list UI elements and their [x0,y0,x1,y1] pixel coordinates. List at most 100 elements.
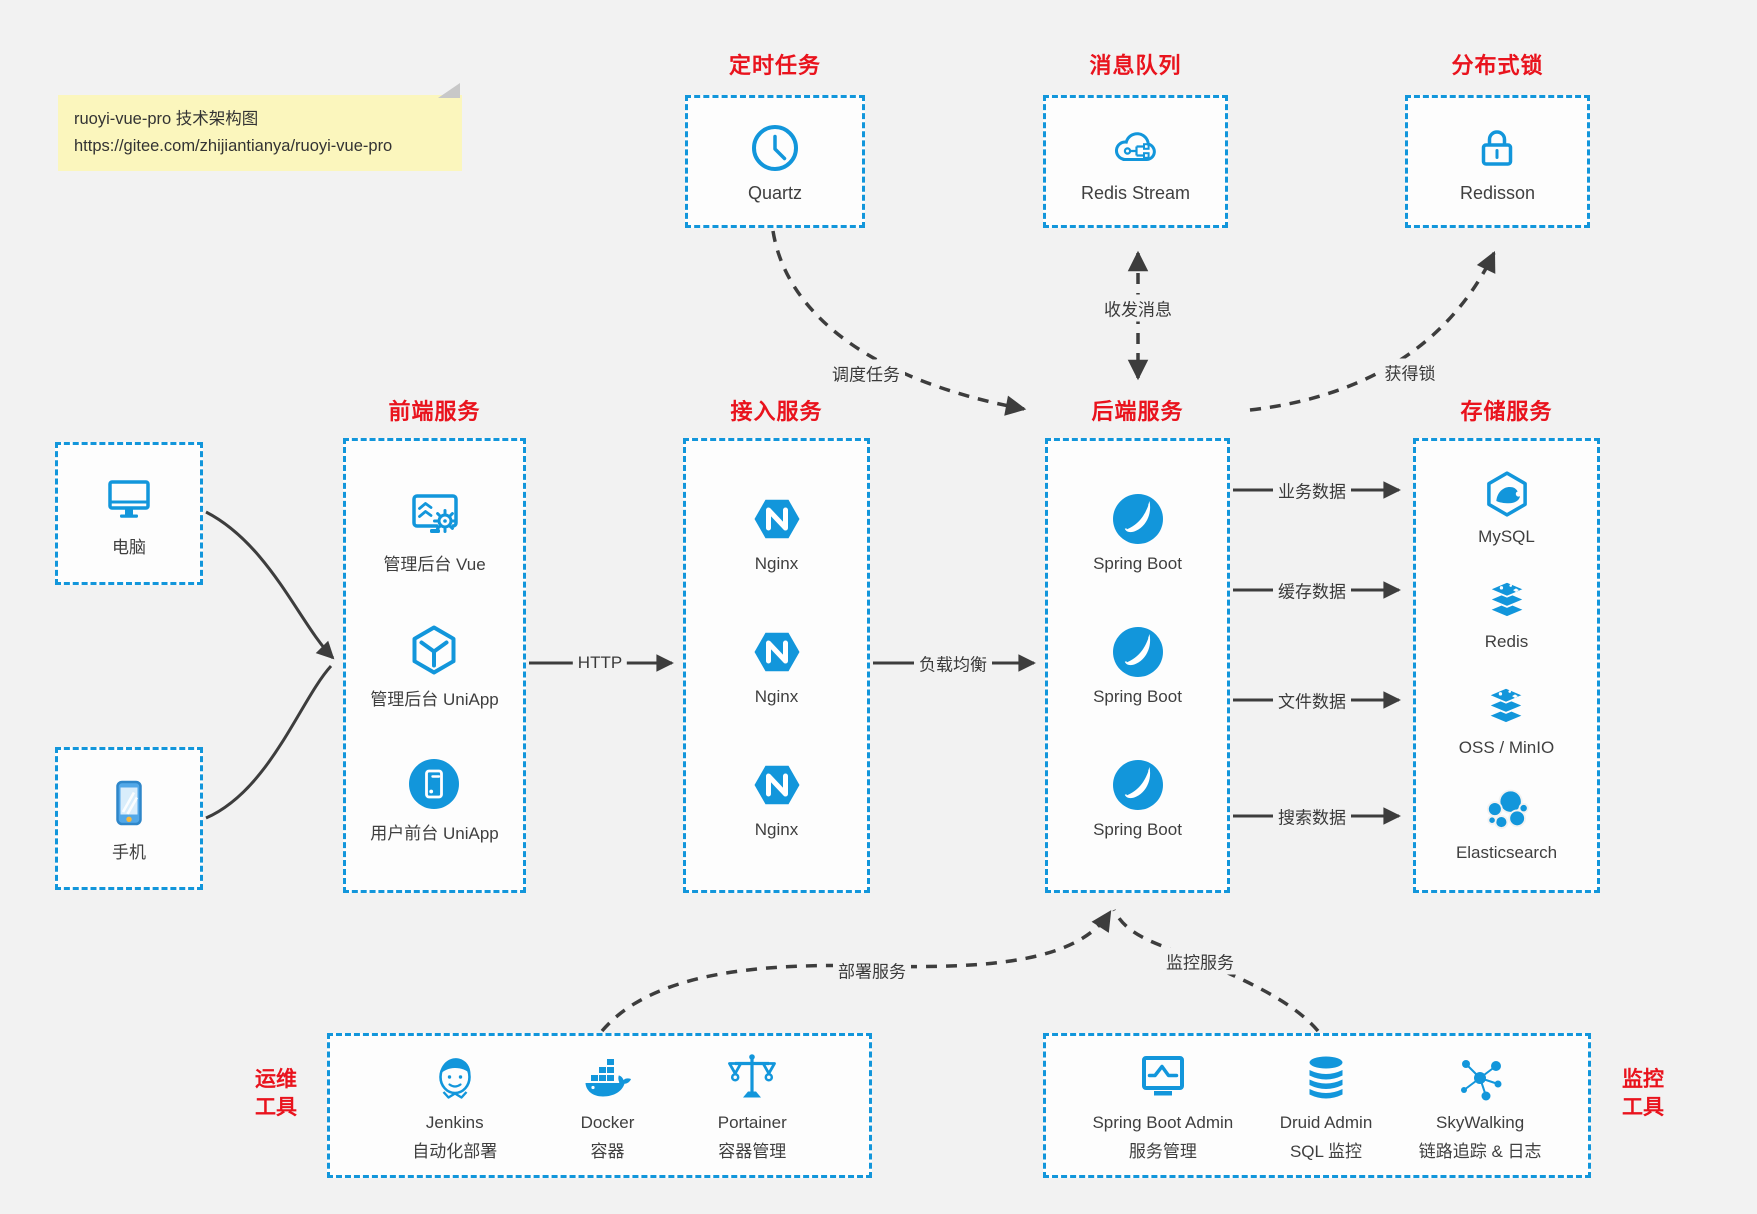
user-app-icon [406,756,462,812]
node-quartz: Quartz [747,120,803,204]
edge-label-schedule-task: 调度任务 [827,359,905,387]
node-druid-admin: Druid Admin SQL 监控 [1280,1050,1372,1162]
nginx-icon [749,491,805,547]
monitor-tools-title: 监控 工具 [1610,1066,1676,1123]
group-title-backend: 后端服务 [1091,399,1184,424]
node-label-redisson: Redisson [1459,182,1536,203]
oss-minio-icon [1480,679,1532,731]
group-box-access: Nginx Nginx Nginx [683,438,870,893]
edge-label-business-data: 业务数据 [1273,476,1351,504]
node-label-admin-uniapp: 管理后台 UniApp [370,689,499,709]
node-label-quartz: Quartz [747,182,803,203]
node-user-uniapp: 用户前台 UniApp [370,756,499,844]
elasticsearch-icon [1480,784,1532,836]
node-label-redis-stream: Redis Stream [1080,182,1191,203]
note-url: https://gitee.com/zhijiantianya/ruoyi-vu… [74,137,393,156]
monitor-tools-title-line2: 工具 [1622,1096,1664,1120]
edge-mobile-to-frontend [205,664,333,820]
group-title-frontend: 前端服务 [388,399,481,424]
node-label-nginx-3: Nginx [754,820,799,839]
node-label-pc: 电脑 [112,537,146,557]
note-fold-corner [438,83,460,98]
docker-icon [580,1050,636,1106]
node-oss-minio: OSS / MinIO [1459,679,1554,758]
client-box-mobile: 手机 [55,747,203,890]
portainer-scales-icon [724,1050,780,1106]
node-sublabel-druid-admin: SQL 监控 [1289,1141,1363,1161]
admin-vue-icon [407,487,463,543]
edge-label-load-balance: 负载均衡 [914,649,992,677]
node-label-springboot-3: Spring Boot [1093,820,1182,839]
group-box-scheduled-task: Quartz [685,95,865,228]
node-label-oss-minio: OSS / MinIO [1458,737,1555,757]
group-box-distributed-lock: Redisson [1405,95,1590,228]
cloud-queue-icon [1107,120,1163,176]
node-admin-vue: 管理后台 Vue [383,487,486,575]
node-label-springboot-admin: Spring Boot Admin [1092,1112,1234,1132]
clock-icon [747,120,803,176]
node-label-redis: Redis [1484,632,1529,652]
node-springboot-1: Spring Boot [1093,491,1182,574]
node-nginx-1: Nginx [749,491,805,574]
node-nginx-2: Nginx [749,624,805,707]
node-sublabel-portainer: 容器管理 [718,1141,787,1161]
edge-label-file-data: 文件数据 [1273,686,1351,714]
node-label-springboot-2: Spring Boot [1093,687,1182,706]
spring-boot-icon [1110,757,1166,813]
group-box-monitor-tools: Spring Boot Admin 服务管理 Druid Admin SQL 监… [1043,1033,1591,1178]
mobile-icon [101,775,157,831]
redis-icon [1481,573,1533,625]
group-title-access: 接入服务 [730,399,823,424]
ops-tools-title-line1: 运维 [255,1068,297,1091]
node-label-elasticsearch: Elasticsearch [1455,843,1558,863]
spring-boot-icon [1110,624,1166,680]
mysql-icon [1481,468,1533,520]
skywalking-icon [1452,1050,1508,1106]
lock-icon [1469,120,1525,176]
edge-label-message: 收发消息 [1099,294,1177,322]
node-label-mobile: 手机 [112,842,146,862]
node-sublabel-skywalking: 链路追踪 & 日志 [1418,1141,1542,1161]
node-label-jenkins: Jenkins [425,1112,484,1132]
node-label-nginx-2: Nginx [754,687,799,706]
node-mobile: 手机 [101,775,157,863]
spring-boot-icon [1110,491,1166,547]
group-box-message-queue: Redis Stream [1043,95,1228,228]
desktop-icon [101,470,157,526]
edge-acquire-lock [1249,250,1496,412]
monitor-chart-icon [1135,1050,1191,1106]
node-skywalking: SkyWalking 链路追踪 & 日志 [1419,1050,1542,1162]
node-sublabel-jenkins: 自动化部署 [412,1141,498,1161]
monitor-tools-title-line1: 监控 [1622,1068,1664,1091]
node-label-portainer: Portainer [717,1112,787,1132]
edge-label-http: HTTP [572,652,628,674]
node-redis-stream: Redis Stream [1081,120,1190,204]
edge-label-deploy-service: 部署服务 [833,956,911,984]
edge-label-search-data: 搜索数据 [1273,802,1351,830]
note-title: ruoyi-vue-pro 技术架构图 [74,110,259,128]
edge-label-acquire-lock: 获得锁 [1379,358,1441,386]
ops-tools-title: 运维 工具 [243,1066,309,1123]
node-sublabel-docker: 容器 [590,1141,625,1161]
node-label-mysql: MySQL [1478,526,1535,546]
node-jenkins: Jenkins 自动化部署 [412,1050,497,1162]
edge-pc-to-frontend [205,510,335,660]
node-admin-uniapp: 管理后台 UniApp [370,622,499,710]
group-title-storage: 存储服务 [1460,399,1553,424]
node-elasticsearch: Elasticsearch [1456,784,1557,863]
sticky-note: ruoyi-vue-pro 技术架构图 https://gitee.com/zh… [58,83,462,171]
node-docker: Docker 容器 [580,1050,636,1162]
node-label-admin-vue: 管理后台 Vue [383,555,486,575]
node-sublabel-springboot-admin: 服务管理 [1128,1141,1197,1161]
nginx-icon [749,624,805,680]
group-title-distributed-lock: 分布式锁 [1451,53,1544,78]
ops-tools-title-line2: 工具 [255,1096,297,1120]
group-box-backend: Spring Boot Spring Boot Spring Boot [1045,438,1230,893]
client-box-pc: 电脑 [55,442,203,585]
group-box-storage: MySQL Redis OSS / MinIO Elasticsearch [1413,438,1600,893]
uniapp-cube-icon [406,622,462,678]
node-label-nginx-1: Nginx [754,554,799,573]
node-springboot-3: Spring Boot [1093,757,1182,840]
nginx-icon [749,757,805,813]
